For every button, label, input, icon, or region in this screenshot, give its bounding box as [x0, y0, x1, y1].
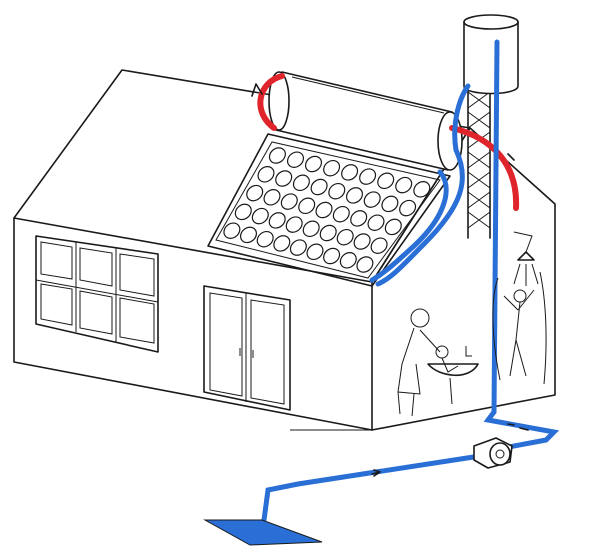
header-tank-assembly — [463, 14, 519, 239]
hot-pipe-tank-right — [449, 125, 520, 211]
wash-basin-scene — [397, 308, 479, 417]
hot-water-circuit — [251, 73, 520, 211]
header-tank-lid — [463, 14, 519, 30]
collector-tube — [345, 187, 364, 204]
collector-tube — [315, 201, 333, 219]
cold-water-supply-main — [203, 519, 323, 546]
collector-tube — [336, 228, 354, 246]
collector-tube — [292, 174, 310, 192]
collector-tube — [273, 235, 291, 252]
collector-tube — [268, 212, 286, 229]
collector-tube — [332, 205, 350, 223]
collector-tube — [268, 147, 286, 164]
collector-tube — [341, 164, 359, 181]
collector-tube — [384, 218, 402, 236]
collector-tube — [359, 168, 377, 185]
collector-tube — [367, 214, 385, 231]
collector-tube — [339, 252, 357, 269]
collector-tube — [286, 151, 305, 168]
washing-person — [397, 308, 441, 417]
collector-tube — [350, 210, 368, 227]
child-figure — [435, 345, 459, 373]
collector-tube — [223, 222, 241, 239]
collector-tube — [251, 207, 269, 225]
evacuated-tubes — [223, 147, 431, 273]
collector-tube — [381, 195, 399, 213]
collector-tube — [310, 178, 328, 196]
collector-tube — [302, 220, 320, 238]
window-frame — [35, 235, 159, 353]
collector-tube — [353, 233, 371, 250]
hot-pipe-tank-left — [257, 73, 285, 131]
cold-pipe-main-riser — [491, 39, 500, 415]
cold-pipe-collector-loop — [375, 147, 465, 287]
cold-pipe-pump-outlet — [261, 453, 483, 523]
cold-pipe-collector-feed — [369, 169, 449, 283]
collector-tube — [246, 184, 264, 202]
cold-water-circuit — [203, 39, 560, 546]
collector-tube — [323, 159, 341, 177]
collector-tube — [323, 247, 341, 265]
collector-tube — [306, 243, 324, 261]
collector-tube — [304, 155, 323, 173]
collector-tube — [298, 197, 316, 215]
collector-tube — [356, 256, 374, 273]
collector-tube — [280, 193, 298, 210]
basin-icon — [427, 363, 479, 376]
cold-pipe-ground-run — [479, 409, 560, 455]
pump-face — [489, 442, 511, 466]
collector-tube — [285, 216, 303, 233]
collector-tube — [370, 237, 388, 254]
collector-frame — [207, 133, 451, 287]
storage-tank-end-left — [268, 71, 290, 131]
pump — [473, 437, 513, 469]
lattice-pillar — [467, 83, 491, 239]
collector-tube — [289, 239, 307, 256]
collector-tube — [257, 166, 275, 183]
showering-person — [503, 289, 535, 377]
shower-head-icon — [517, 251, 535, 261]
header-water-tank — [463, 21, 519, 95]
collector-tube — [256, 230, 274, 248]
collector-tube — [377, 172, 395, 190]
collector-tube — [363, 191, 381, 208]
window — [35, 235, 159, 353]
solar-collector — [207, 133, 451, 287]
collector-tube — [275, 170, 293, 187]
collector-tube — [319, 224, 337, 242]
collector-tube — [263, 189, 281, 206]
door-frame — [203, 285, 291, 411]
collector-tube — [328, 182, 346, 200]
collector-tube — [239, 226, 258, 244]
door — [203, 285, 291, 411]
collector-tube — [399, 199, 417, 217]
cold-pipe-header-to-storage — [452, 83, 471, 153]
shower — [492, 231, 547, 385]
collector-tube — [395, 176, 413, 194]
collector-tube — [234, 203, 252, 221]
collector-tube — [413, 181, 431, 198]
